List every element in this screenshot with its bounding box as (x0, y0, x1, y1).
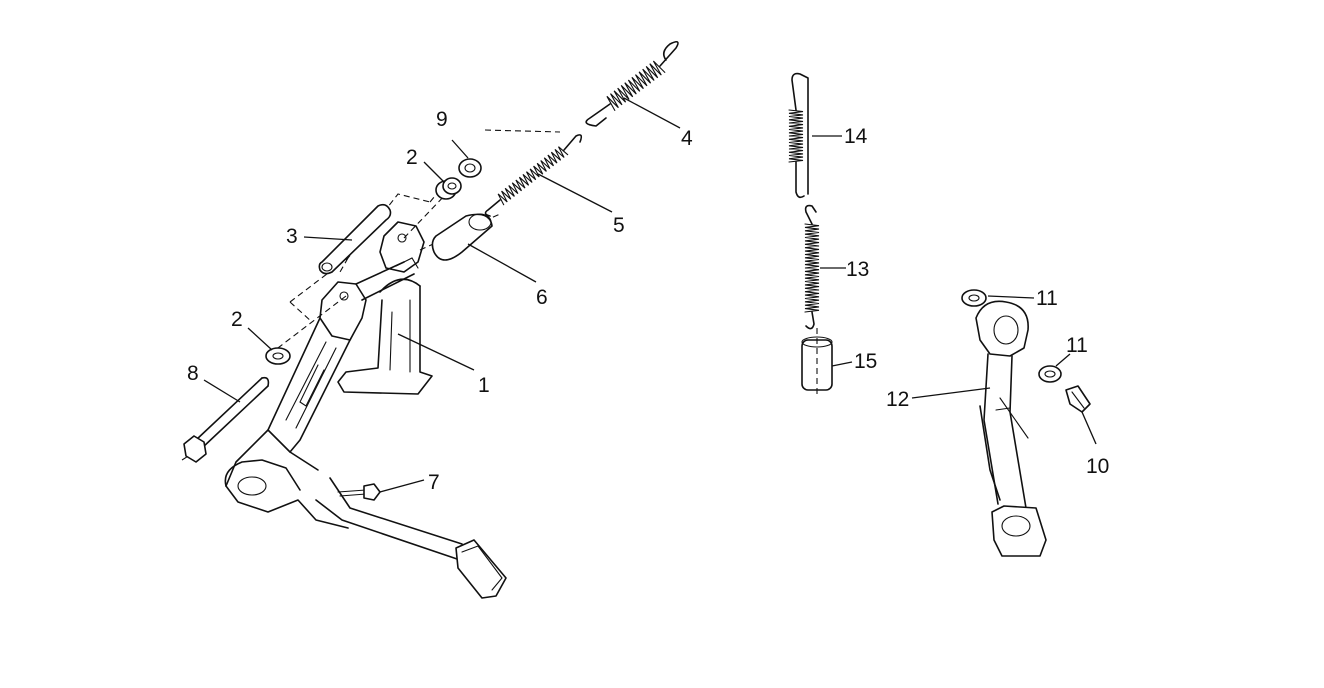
stopper-bolt-part (337, 483, 381, 501)
callout-11-lower: 11 (1066, 334, 1088, 357)
side-stand-part (975, 300, 1047, 557)
washer-part (458, 158, 482, 178)
callout-5: 5 (613, 214, 625, 237)
spring-hook (805, 311, 815, 330)
callout-11-upper: 11 (1036, 287, 1058, 310)
coil-path (606, 60, 666, 111)
pivot-bolt-part (183, 376, 270, 463)
callout-1: 1 (478, 374, 490, 397)
callout-15: 15 (854, 350, 877, 373)
spring-hook (659, 40, 679, 67)
callout-13: 13 (846, 258, 869, 281)
main-stand-part (224, 221, 507, 599)
callouts: 1 2 2 3 4 5 6 7 8 9 10 11 11 (187, 97, 1109, 494)
pivot-sleeve-part (318, 203, 392, 275)
coil-path (788, 109, 804, 163)
callout-10: 10 (1086, 455, 1109, 478)
callout-4: 4 (681, 127, 693, 150)
callout-3: 3 (286, 225, 298, 248)
bushing-part-lower (265, 347, 291, 365)
spring-hook (563, 134, 583, 151)
spring-hook (484, 199, 501, 217)
callout-2-lower: 2 (231, 308, 243, 331)
spring-part-4 (585, 40, 679, 127)
callout-9: 9 (436, 108, 448, 131)
spring-hook (804, 204, 817, 225)
bushing-part-upper (435, 177, 462, 200)
spring-part-5 (484, 134, 583, 217)
collar-part (431, 213, 493, 261)
callout-12: 12 (886, 388, 909, 411)
washer-part-11-lower (1038, 365, 1062, 383)
spring-hook (791, 72, 809, 195)
sleeve-part-15 (801, 328, 833, 396)
spring-part-14 (788, 72, 809, 199)
washer-part-11-upper (961, 289, 987, 307)
coil-path (497, 146, 569, 206)
callout-7: 7 (428, 471, 440, 494)
coil-path (804, 223, 820, 313)
spring-hook (795, 161, 805, 199)
spring-part-13 (804, 204, 820, 330)
callout-8: 8 (187, 362, 199, 385)
callout-2-upper: 2 (406, 146, 418, 169)
bolt-part-10 (1065, 385, 1091, 413)
callout-14: 14 (844, 125, 868, 148)
spring-hook (585, 103, 611, 127)
callout-6: 6 (536, 286, 548, 309)
